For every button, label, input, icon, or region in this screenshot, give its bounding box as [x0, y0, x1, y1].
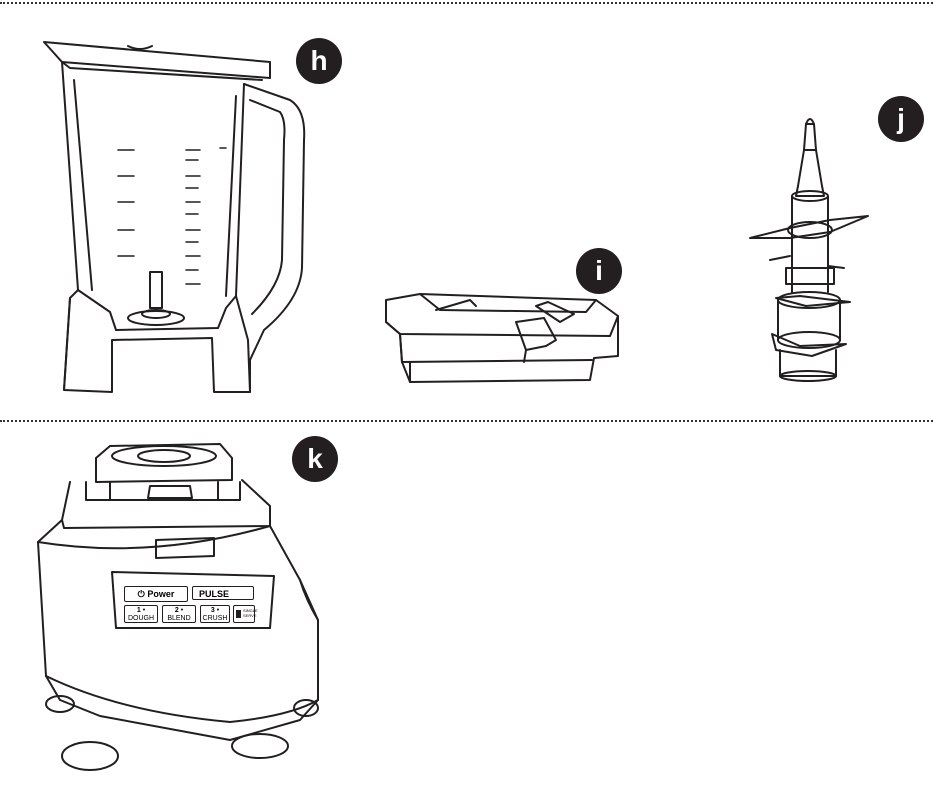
crush-number: 3: [210, 607, 215, 614]
motor-base-illustration: [37, 443, 319, 771]
blade-assembly-illustration: [749, 118, 869, 382]
crush-button[interactable]: 3 • CRUSH: [200, 605, 230, 623]
cup-icon: [236, 610, 241, 618]
badge-i: i: [576, 248, 622, 294]
pitcher-rim: [43, 41, 271, 79]
spindle-top: [795, 123, 825, 197]
single-serve-label: SINGLE SERVE: [243, 608, 258, 618]
storage-lid-illustration: [385, 293, 619, 383]
measurement-marks: [117, 147, 227, 285]
pitcher-handle: [243, 83, 306, 393]
base-top-collar: [95, 443, 233, 483]
blend-number: 2: [174, 607, 179, 614]
lid-latch: [535, 301, 575, 323]
lid-outline: [385, 293, 619, 383]
badge-k: k: [292, 436, 338, 482]
middle-divider: [0, 420, 933, 422]
pulse-label: PULSE: [199, 589, 230, 599]
top-divider: [0, 2, 933, 4]
control-panel-outline: [111, 571, 275, 629]
pulse-button[interactable]: PULSE: [192, 586, 254, 600]
power-button[interactable]: ⏻ Power: [124, 586, 188, 602]
lower-blade: [771, 333, 847, 357]
pitcher-body: [61, 61, 251, 393]
dough-button[interactable]: 1 • DOUGH: [124, 605, 158, 623]
base-shoulder: [61, 479, 271, 529]
foot-right: [231, 733, 289, 759]
blend-button[interactable]: 2 • BLEND: [162, 605, 196, 623]
blade-shaft: [149, 271, 163, 309]
dough-number: 1: [136, 607, 141, 614]
blend-label: BLEND: [167, 615, 191, 622]
foot-left: [61, 741, 119, 771]
blade-base: [779, 349, 837, 377]
upper-blade: [749, 215, 869, 239]
power-icon: ⏻: [137, 589, 145, 599]
base-front-label: [155, 537, 215, 559]
middle-blade: [775, 295, 851, 307]
power-label: Power: [147, 589, 175, 599]
dough-label: DOUGH: [127, 615, 155, 622]
single-serve-button[interactable]: SINGLE SERVE: [233, 605, 258, 623]
badge-h: h: [296, 38, 342, 84]
pitcher-illustration: [43, 41, 306, 393]
base-body: [37, 525, 319, 741]
crush-label: CRUSH: [202, 615, 228, 622]
badge-j: j: [878, 96, 924, 142]
